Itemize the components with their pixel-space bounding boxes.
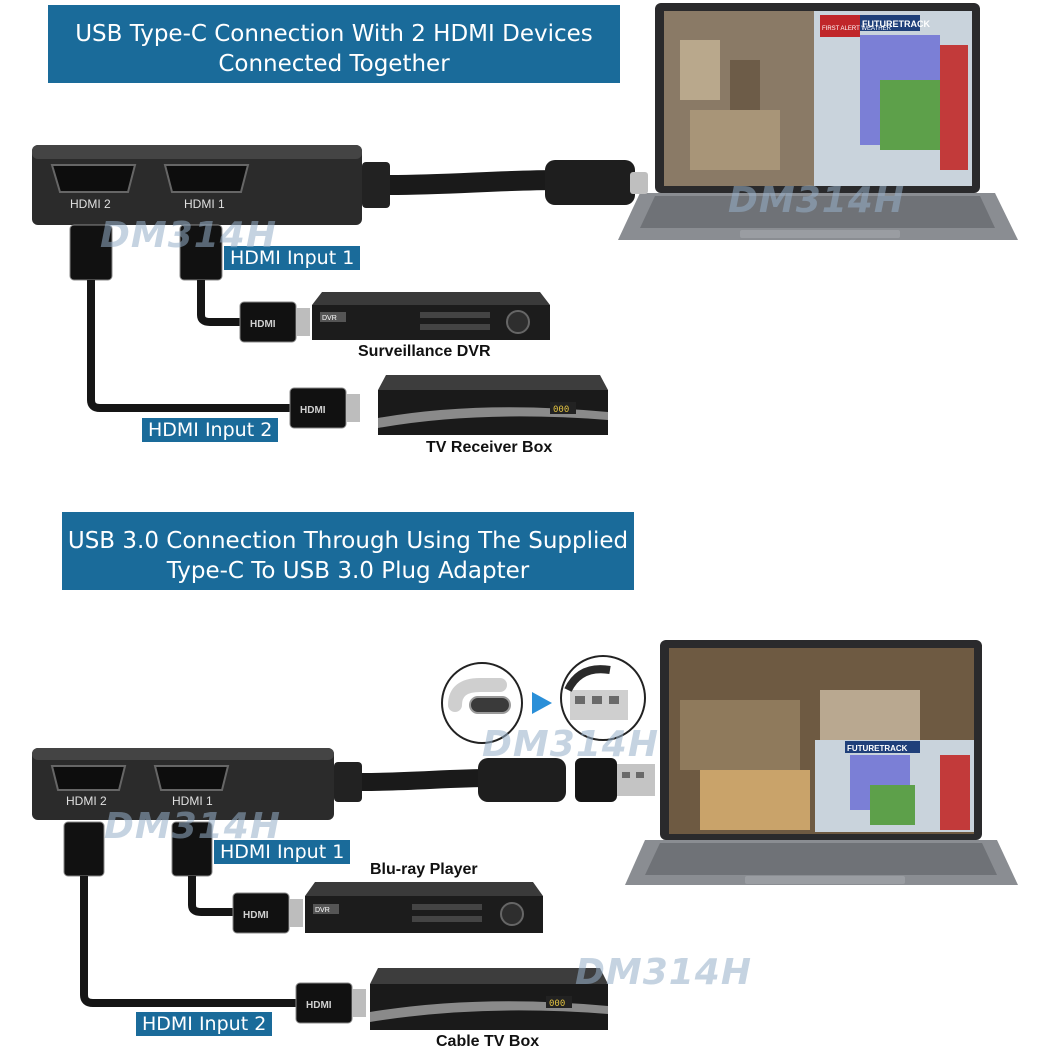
bottom-title-line2: Type-C To USB 3.0 Plug Adapter <box>166 558 530 584</box>
watermark-top-hub: DM314H <box>100 215 277 256</box>
top-title-line1: USB Type-C Connection With 2 HDMI Device… <box>75 21 593 47</box>
top-device1-caption: Surveillance DVR <box>358 343 491 360</box>
top-futuretrack-text: FUTURETRACK <box>862 19 930 29</box>
bottom-hdmi-input1-tag: HDMI Input 1 <box>214 840 351 864</box>
watermark-top-laptop: DM314H <box>728 180 905 221</box>
bottom-receiver-display: 000 <box>549 999 565 1009</box>
bottom-port-hdmi2-label: HDMI 2 <box>66 794 107 808</box>
top-alert-text: FIRST ALERT WEATHER <box>822 26 892 32</box>
bottom-cables: HDMI HDMI <box>63 821 366 1024</box>
top-dvr: DVR <box>312 292 550 340</box>
bottom-device2-caption: Cable TV Box <box>436 1033 540 1050</box>
watermark-bottom-box: DM314H <box>575 952 752 993</box>
top-title-banner: USB Type-C Connection With 2 HDMI Device… <box>48 5 620 83</box>
top-laptop: FIRST ALERT WEATHER FUTURETRACK <box>618 3 1018 240</box>
bottom-laptop: FUTURETRACK <box>625 640 1018 885</box>
bottom-title-banner: USB 3.0 Connection Through Using The Sup… <box>62 512 634 590</box>
top-hdmi-input2-tag: HDMI Input 2 <box>142 418 279 442</box>
bottom-connector2-text: HDMI <box>306 1000 332 1011</box>
top-port-hdmi1-label: HDMI 1 <box>184 197 225 211</box>
top-hub <box>32 145 648 225</box>
top-connector2-text: HDMI <box>300 405 326 416</box>
top-receiver: 000 <box>378 375 608 435</box>
watermark-bottom-hub: DM314H <box>104 806 281 847</box>
top-cables: HDMI HDMI <box>69 224 360 429</box>
bottom-hub <box>32 748 655 820</box>
top-device2-caption: TV Receiver Box <box>426 439 553 456</box>
top-dvr-badge: DVR <box>322 315 337 322</box>
bottom-futuretrack-text: FUTURETRACK <box>847 744 908 753</box>
bottom-dvr-badge: DVR <box>315 907 330 914</box>
bottom-cable-box: 000 <box>370 968 608 1030</box>
top-receiver-display: 000 <box>553 405 569 415</box>
adapter-illustration <box>441 655 646 744</box>
bottom-port-hdmi1-label: HDMI 1 <box>172 794 213 808</box>
top-title-line2: Connected Together <box>218 51 450 77</box>
top-connector1-text: HDMI <box>250 319 276 330</box>
bottom-title-line1: USB 3.0 Connection Through Using The Sup… <box>67 528 629 554</box>
watermark-bottom-adapter: DM314H <box>482 724 659 765</box>
top-hdmi-input1-tag: HDMI Input 1 <box>224 246 361 270</box>
bottom-bluray: DVR <box>305 882 543 933</box>
top-port-hdmi2-label: HDMI 2 <box>70 197 111 211</box>
bottom-connector1-text: HDMI <box>243 910 269 921</box>
bottom-device1-caption: Blu-ray Player <box>370 861 478 878</box>
bottom-hdmi-input2-tag: HDMI Input 2 <box>136 1012 273 1036</box>
